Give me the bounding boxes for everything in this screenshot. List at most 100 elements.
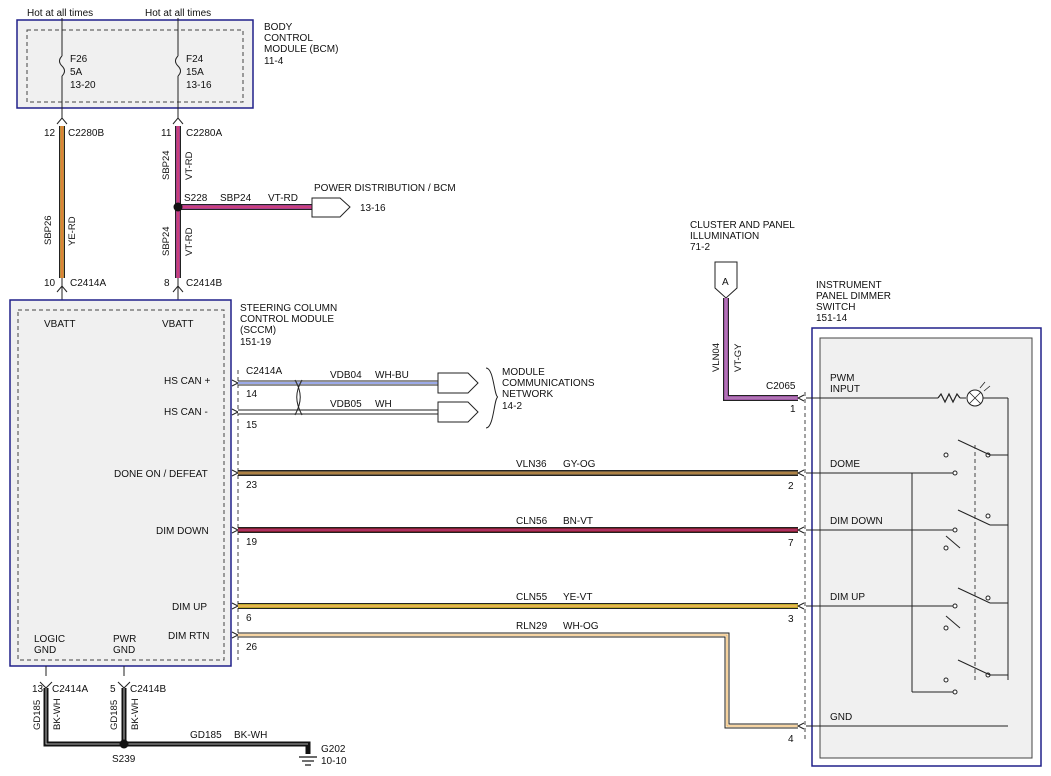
signal-left-pin-6: 6 <box>246 613 252 624</box>
pin-8: 8 <box>164 278 170 289</box>
fuse-f26-ref: 13-20 <box>70 80 96 91</box>
ground-bus-color: BK-WH <box>234 730 267 741</box>
ground-right-circuit: GD185 <box>109 700 120 730</box>
splice-wire-color: VT-RD <box>268 193 298 204</box>
wire-vdb05-color: WH <box>375 399 392 410</box>
wire-cln55-circuit: CLN55 <box>516 592 548 603</box>
wire-vln36-circuit: VLN36 <box>516 459 547 470</box>
sccm-pwr-label: PWR <box>113 634 136 645</box>
network-label-2: COMMUNICATIONS <box>502 378 595 389</box>
can-pin-14: 14 <box>246 389 258 400</box>
dimmer-title-1: INSTRUMENT <box>816 280 882 291</box>
rheostat-icon <box>937 392 961 404</box>
can-pin-15: 15 <box>246 420 258 431</box>
hot-at-all-times-left: Hot at all times <box>27 8 93 19</box>
sccm-title-1: STEERING COLUMN <box>240 303 337 314</box>
sccm-vbatt-left: VBATT <box>44 319 75 330</box>
cluster-title-3: 71-2 <box>690 242 710 253</box>
bcm-title-1: BODY <box>264 22 293 33</box>
dimmer-title-3: SWITCH <box>816 302 855 313</box>
can-connector-c2414a: C2414A <box>246 366 282 377</box>
wire-cln55-color: YE-VT <box>563 592 592 603</box>
splice-s228: S228 <box>184 193 208 204</box>
sccm-dim-rtn: DIM RTN <box>168 631 209 642</box>
network-label-1: MODULE <box>502 367 545 378</box>
wire-vdb04-color: WH-BU <box>375 370 409 381</box>
dimmer-internal-circuit <box>806 381 1009 727</box>
dimmer-pwm-label: PWM <box>830 373 854 384</box>
dimmer-dim-down-label: DIM DOWN <box>830 516 883 527</box>
sccm-logic-gnd-label: GND <box>34 645 56 656</box>
wire-gd185 <box>43 688 311 754</box>
ground-left-circuit: GD185 <box>32 700 43 730</box>
signal-right-pin-7: 7 <box>788 538 794 549</box>
splice-wire-circuit: SBP24 <box>220 193 252 204</box>
twisted-pair-icon <box>294 379 301 416</box>
signal-right-pin-4: 4 <box>788 734 794 745</box>
sccm-logic-label: LOGIC <box>34 634 65 645</box>
fuse-f24-icon <box>175 55 181 77</box>
sccm-title-2: CONTROL MODULE <box>240 314 334 325</box>
cluster-title-2: ILLUMINATION <box>690 231 759 242</box>
pin-12: 12 <box>44 128 56 139</box>
ground-right-color: BK-WH <box>130 698 141 730</box>
dimmer-title-4: 151-14 <box>816 313 848 324</box>
bcm-title-4: 11-4 <box>264 56 284 67</box>
body-control-module: BODY CONTROL MODULE (BCM) 11-4 <box>16 19 338 109</box>
ground-point-g202: G202 <box>321 744 346 755</box>
wire-sbp24-circuit-bot: SBP24 <box>161 226 172 256</box>
conn-c2414a-top: C2414A <box>70 278 106 289</box>
fuse-f26-name: F26 <box>70 54 88 65</box>
wire-vln04-color: VT-GY <box>733 343 744 372</box>
network-label-3: NETWORK <box>502 389 553 400</box>
wire-vln36-color: GY-OG <box>563 459 596 470</box>
cluster-connector-icon <box>714 261 738 299</box>
wire-vln04 <box>723 298 798 401</box>
fuse-f26-rating: 5A <box>70 67 83 78</box>
ground-left-conn: C2414A <box>52 684 88 695</box>
wire-sbp24-circuit-top: SBP24 <box>161 150 172 180</box>
wire-cln56-circuit: CLN56 <box>516 516 548 527</box>
power-distribution-ref: 13-16 <box>360 203 386 214</box>
ground-right-conn: C2414B <box>130 684 166 695</box>
cluster-title-1: CLUSTER AND PANEL <box>690 220 795 231</box>
wire-rln29 <box>238 632 798 729</box>
sccm-dim-up: DIM UP <box>172 602 207 613</box>
can-plus-arrow-icon <box>231 379 240 387</box>
wire-sbp24 <box>175 126 312 278</box>
cluster-conn-c2065: C2065 <box>766 381 796 392</box>
ground-symbol-icon <box>299 756 317 766</box>
ground-left-color: BK-WH <box>52 698 63 730</box>
dimmer-gnd-label: GND <box>830 712 852 723</box>
pin-10: 10 <box>44 278 56 289</box>
wire-rln29-circuit: RLN29 <box>516 621 548 632</box>
bcm-title-2: CONTROL <box>264 33 313 44</box>
sccm-title-4: 151-19 <box>240 337 272 348</box>
signal-right-pin-3: 3 <box>788 614 794 625</box>
splice-s228-dot <box>173 202 183 212</box>
cluster-pin-1: 1 <box>790 404 796 415</box>
fuse-f26-icon <box>59 55 65 77</box>
signal-right-pin-2: 2 <box>788 481 794 492</box>
ground-right-pin: 5 <box>110 684 116 695</box>
power-distribution-label: POWER DISTRIBUTION / BCM <box>314 183 456 194</box>
power-distribution-connector-icon <box>311 197 351 218</box>
wire-sbp26-circuit: SBP26 <box>43 215 54 245</box>
sccm-pwr-gnd-label: GND <box>113 645 135 656</box>
wire-vdb05-circuit: VDB05 <box>330 399 362 410</box>
connector-c2280a-icon <box>172 117 184 125</box>
splice-s239-dot <box>119 739 129 749</box>
splice-s239: S239 <box>112 754 136 765</box>
wire-sbp26-color: YE-RD <box>67 216 78 246</box>
sccm-hs-can-plus: HS CAN + <box>164 376 211 387</box>
dimmer-input-label: INPUT <box>830 384 860 395</box>
dimmer-title-2: PANEL DIMMER <box>816 291 891 302</box>
pin-11: 11 <box>161 128 172 139</box>
dimmer-dim-up-label: DIM UP <box>830 592 865 603</box>
wire-vln04-circuit: VLN04 <box>711 343 722 372</box>
fuse-f24-rating: 15A <box>186 67 204 78</box>
ground-point-ref: 10-10 <box>321 756 347 767</box>
instrument-panel-dimmer-switch <box>811 327 1042 767</box>
conn-c2280b: C2280B <box>68 128 104 139</box>
